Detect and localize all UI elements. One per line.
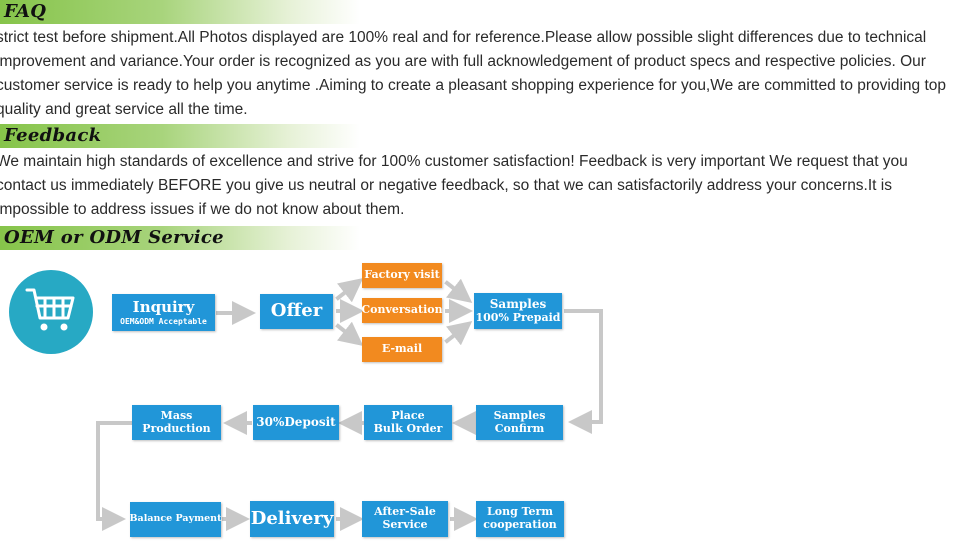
faq-text: strict test before shipment.All Photos d… xyxy=(0,26,954,122)
delivery-label: Delivery xyxy=(250,507,334,529)
arrow-offer-email xyxy=(335,321,364,346)
samples-prepaid-box: Samples 100% Prepaid xyxy=(474,293,562,329)
faq-line: customer service is ready to help you an… xyxy=(0,77,947,94)
samples-prepaid-line1: Samples xyxy=(489,296,547,311)
feedback-line: We maintain high standards of excellence… xyxy=(0,153,908,170)
inquiry-subtitle: OEM&ODM Acceptable xyxy=(120,316,207,326)
factory-visit-label: Factory visit xyxy=(364,268,440,282)
balance-payment-box: Balance Payment xyxy=(130,502,221,537)
samples-confirm-box: Samples Confirm xyxy=(476,405,563,440)
inquiry-title: Inquiry xyxy=(132,298,195,317)
place-bulk-order-box: Place Bulk Order xyxy=(364,405,452,440)
offer-box: Offer xyxy=(260,294,333,329)
faq-line: quality and great service all the time. xyxy=(0,101,248,118)
long-term-line1: Long Term xyxy=(487,505,553,519)
deposit-label: 30%Deposit xyxy=(256,414,336,429)
oem-title: OEM or ODM Service xyxy=(4,227,224,248)
samples-confirm-line1: Samples xyxy=(493,408,546,422)
email-box: E-mail xyxy=(362,337,442,362)
feedback-title: Feedback xyxy=(4,125,102,146)
place-line2: Bulk Order xyxy=(373,421,443,435)
oem-header: OEM or ODM Service xyxy=(0,226,360,250)
mass-production-line1: Mass xyxy=(160,408,193,422)
inquiry-box: Inquiry OEM&ODM Acceptable xyxy=(112,294,215,331)
balance-payment-label: Balance Payment xyxy=(129,513,222,525)
feedback-line: impossible to address issues if we do no… xyxy=(0,201,405,218)
after-sale-line1: After-Sale xyxy=(374,505,436,519)
conversation-box: Conversation xyxy=(361,298,443,323)
feedback-text: We maintain high standards of excellence… xyxy=(0,150,954,222)
after-sale-box: After-Sale Service xyxy=(362,501,448,537)
mass-production-box: Mass Production xyxy=(132,405,221,440)
delivery-box: Delivery xyxy=(250,501,334,537)
offer-label: Offer xyxy=(270,300,323,322)
conversation-label: Conversation xyxy=(361,303,443,317)
samples-prepaid-line2: 100% Prepaid xyxy=(475,310,561,324)
feedback-header: Feedback xyxy=(0,124,360,148)
faq-title: FAQ xyxy=(4,1,47,22)
shopping-cart-icon xyxy=(9,270,93,354)
faq-line: improvement and variance.Your order is r… xyxy=(0,53,926,70)
arrow-factory-samples xyxy=(444,278,473,303)
place-line1: Place xyxy=(391,408,425,422)
email-label: E-mail xyxy=(381,342,423,356)
feedback-line: contact us immediately BEFORE you give u… xyxy=(0,177,892,194)
long-term-box: Long Term cooperation xyxy=(476,501,564,537)
connector-right xyxy=(564,309,603,434)
samples-confirm-line2: Confirm xyxy=(494,421,545,435)
deposit-box: 30%Deposit xyxy=(253,405,339,440)
after-sale-line2: Service xyxy=(382,518,428,531)
faq-header: FAQ xyxy=(0,0,360,24)
arrow-offer-factory xyxy=(335,278,364,303)
connector-left xyxy=(96,421,132,531)
arrow-email-samples xyxy=(444,321,473,346)
mass-production-line2: Production xyxy=(142,421,211,435)
faq-line: strict test before shipment.All Photos d… xyxy=(0,29,927,46)
factory-visit-box: Factory visit xyxy=(362,263,442,288)
long-term-line2: cooperation xyxy=(483,518,557,531)
